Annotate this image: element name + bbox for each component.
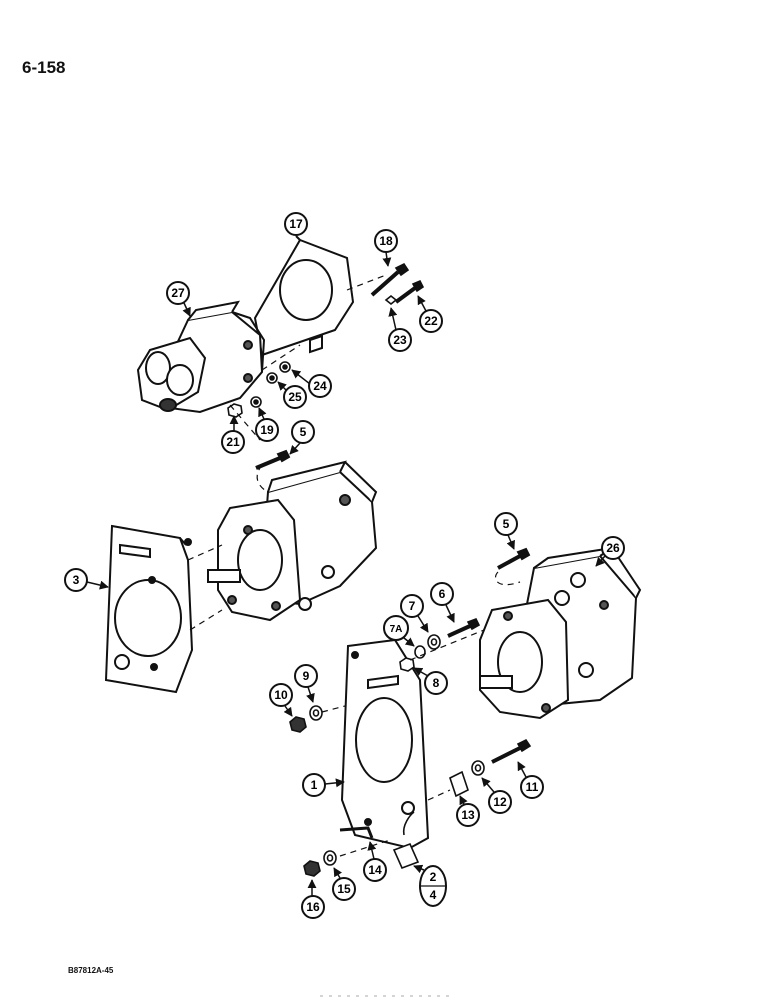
- callout-5-upper-label: 5: [300, 425, 307, 439]
- callout-15-label: 15: [337, 882, 351, 896]
- callout-14: 14: [363, 841, 387, 882]
- right-pump: [479, 547, 642, 720]
- callout-7a: 7A: [383, 615, 415, 647]
- left-mounting-plate: [104, 524, 194, 694]
- callout-4-label: 4: [430, 888, 437, 902]
- callout-10: 10: [269, 683, 293, 717]
- upper-mounting-plate: [253, 235, 355, 357]
- callout-12-label: 12: [493, 795, 507, 809]
- plate-hardware-upper: [289, 617, 481, 733]
- dashed-leaders-top: [229, 274, 387, 497]
- callout-22: 22: [417, 295, 443, 333]
- callout-13: 13: [456, 795, 480, 827]
- callout-3: 3: [64, 568, 109, 592]
- callout-3-label: 3: [73, 573, 80, 587]
- callout-17: 17: [284, 212, 308, 236]
- callout-7-label: 7: [409, 599, 416, 613]
- page-number: 6-158: [22, 58, 66, 77]
- callout-5-lower: 5: [494, 512, 518, 550]
- callout-25: 25: [277, 381, 307, 409]
- callout-8: 8: [413, 667, 448, 695]
- callout-19-label: 19: [260, 423, 274, 437]
- right-mounting-plate: [340, 638, 430, 850]
- dashed-leaders-middle: [187, 544, 223, 631]
- callout-2-label: 2: [430, 870, 437, 884]
- figure-id: B87812A-45: [68, 966, 114, 975]
- callout-24: 24: [291, 369, 332, 398]
- callout-21: 21: [221, 415, 245, 454]
- pump-hardware: [227, 262, 425, 418]
- callout-17-label: 17: [289, 217, 303, 231]
- callout-5-lower-label: 5: [503, 517, 510, 531]
- callout-13-label: 13: [461, 808, 475, 822]
- callout-8-label: 8: [433, 676, 440, 690]
- callout-22-label: 22: [424, 314, 438, 328]
- callout-14-label: 14: [368, 863, 382, 877]
- callout-1-label: 1: [311, 778, 318, 792]
- callout-26: 26: [595, 536, 625, 567]
- callout-1: 1: [302, 773, 345, 797]
- callout-23: 23: [388, 307, 412, 352]
- callout-9: 9: [294, 664, 318, 703]
- callout-21-label: 21: [226, 435, 240, 449]
- callout-11: 11: [517, 761, 544, 799]
- callout-2-4: 2 4: [413, 864, 447, 907]
- callout-27: 27: [166, 281, 191, 317]
- callout-24-label: 24: [313, 379, 327, 393]
- callout-23-label: 23: [393, 333, 407, 347]
- callout-9-label: 9: [303, 669, 310, 683]
- gear-pump: [136, 300, 266, 414]
- callout-6: 6: [430, 582, 455, 623]
- callout-25-label: 25: [288, 390, 302, 404]
- callout-5-upper: 5: [289, 420, 315, 455]
- plate-hardware-lower: [303, 738, 532, 877]
- dashed-leaders-lower: [321, 571, 521, 857]
- callout-27-label: 27: [171, 286, 185, 300]
- callout-19: 19: [255, 407, 279, 442]
- callout-11-label: 11: [526, 780, 539, 794]
- callout-16: 16: [301, 879, 325, 919]
- callout-26-label: 26: [606, 541, 620, 555]
- callout-18-label: 18: [379, 234, 393, 248]
- callout-7: 7: [400, 594, 429, 633]
- callout-7a-label: 7A: [390, 624, 403, 635]
- callout-6-label: 6: [439, 587, 446, 601]
- callout-10-label: 10: [274, 688, 288, 702]
- callout-12: 12: [481, 777, 512, 814]
- central-pump-assembly: [207, 449, 378, 622]
- callout-15: 15: [332, 867, 356, 901]
- callout-18: 18: [374, 229, 398, 267]
- callout-16-label: 16: [306, 900, 320, 914]
